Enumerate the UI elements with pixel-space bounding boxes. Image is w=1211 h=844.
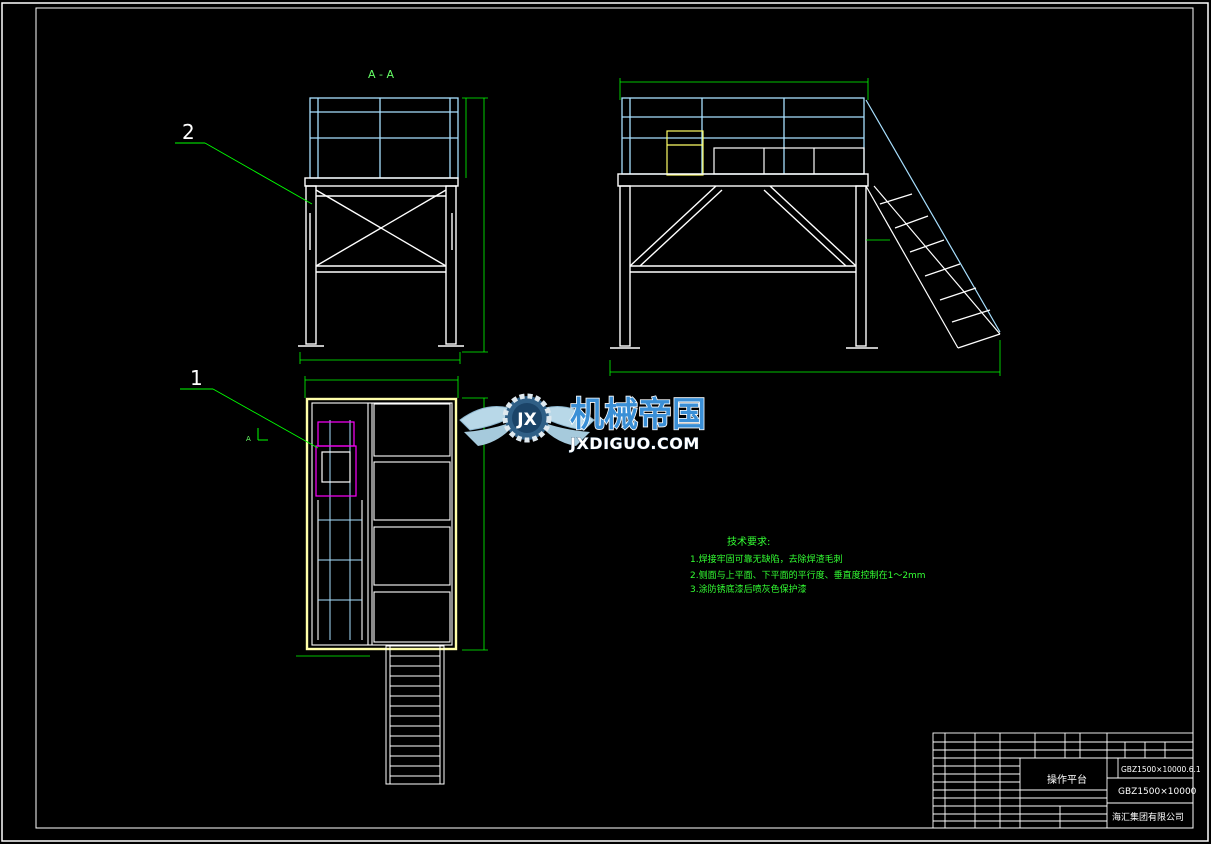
title-company: 海汇集团有限公司 bbox=[1112, 811, 1184, 823]
view-mark: A bbox=[246, 428, 268, 443]
plan-equipment bbox=[315, 421, 357, 497]
watermark-logo: JX 机械帝国 JXDIGUO.COM bbox=[459, 393, 707, 453]
note-2: 2.侧面与上平面、下平面的平行度、垂直度控制在1～2mm bbox=[690, 569, 926, 581]
technical-notes: 技术要求: 1.焊接牢固可靠无缺陷，去除焊渣毛刺 2.侧面与上平面、下平面的平行… bbox=[690, 535, 926, 595]
notes-title: 技术要求: bbox=[727, 535, 770, 548]
platform-floor-outline bbox=[305, 397, 458, 651]
inner-frame bbox=[35, 7, 1194, 829]
title-block: 操作平台 GBZ1500×10000.6.1 GBZ1500×10000 海汇集… bbox=[932, 732, 1201, 829]
railing-front bbox=[621, 97, 865, 175]
plan-walkway bbox=[318, 420, 362, 640]
title-assembly: GBZ1500×10000 bbox=[1118, 787, 1197, 797]
dimensions-plan bbox=[296, 376, 488, 657]
section-a-a-view: A - A bbox=[298, 68, 488, 364]
note-3: 3.涂防锈底漆后喷灰色保护漆 bbox=[690, 583, 807, 595]
callout-1-number: 1 bbox=[190, 366, 203, 390]
watermark-domain: JXDIGUO.COM bbox=[569, 434, 700, 453]
dimensions-section bbox=[299, 97, 488, 364]
plan-view: A bbox=[246, 376, 488, 785]
logo-emblem-letters: JX bbox=[516, 410, 536, 430]
callout-2: 2 bbox=[175, 120, 313, 205]
deck-section bbox=[298, 177, 464, 347]
title-drawing-name: 操作平台 bbox=[1047, 773, 1087, 786]
callout-1: 1 bbox=[180, 366, 319, 449]
title-part-number: GBZ1500×10000.6.1 bbox=[1121, 765, 1201, 774]
stairs-front bbox=[865, 99, 1001, 349]
plan-structure bbox=[311, 402, 453, 646]
note-1: 1.焊接牢固可靠无缺陷，去除焊渣毛刺 bbox=[690, 553, 843, 565]
view-mark-letter: A bbox=[246, 435, 251, 443]
front-view bbox=[609, 78, 1001, 376]
watermark-name: 机械帝国 bbox=[570, 395, 706, 435]
section-label: A - A bbox=[368, 68, 394, 81]
dimensions-front bbox=[609, 78, 1001, 376]
structure-front bbox=[610, 173, 878, 349]
railing-section bbox=[309, 97, 459, 179]
callout-2-number: 2 bbox=[182, 120, 195, 144]
plan-stairs bbox=[385, 645, 445, 785]
